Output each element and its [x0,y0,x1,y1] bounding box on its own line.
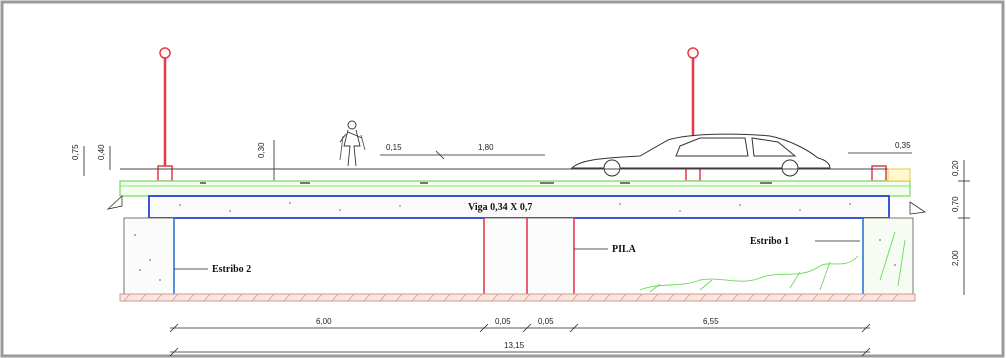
left-dimension-marks [83,146,111,176]
pier-label: PILA [612,244,637,255]
vegetation [639,231,906,293]
pedestrian-icon [339,120,366,167]
left-bracket [106,195,123,210]
dim-abutment-height: 2,00 [951,250,960,266]
deck-slab [119,180,911,197]
abutment-2-label: Estribo 2 [212,264,251,275]
dim-curb-height: 0,40 [97,144,106,160]
pier-lines [483,218,575,294]
total-tick-right [861,347,871,357]
dim-railing-height: 0,75 [71,144,80,160]
dim-total-length: 13,15 [504,341,525,350]
dim-sidewalk-2: 1,80 [478,143,494,152]
beam-label: Viga 0,34 X 0,7 [468,202,532,213]
right-curb-post [871,165,887,182]
abutment-1-label: Estribo 1 [750,236,789,247]
abutment-right [862,217,914,295]
dim-span-right: 6,55 [703,317,719,326]
dim-span-left: 6,00 [316,317,332,326]
total-tick-left [169,347,179,357]
dim-deck-edge: 0,30 [257,142,266,158]
dim-pier-a: 0,05 [495,317,511,326]
dim-beam-height: 0,70 [951,196,960,212]
abutment-left [123,217,175,295]
dim-right-offset: 0,35 [895,141,911,150]
deck-hatching [200,182,772,184]
beam-concrete-dots [179,202,851,212]
abutment-dots [134,234,896,281]
right-parapet [887,168,911,182]
sidewalk-tick [435,150,445,160]
dim-pier-b: 0,05 [538,317,554,326]
ground-hatch [123,293,899,302]
lamp-post-left [157,47,173,182]
dim-right-top: 0,20 [951,160,960,176]
dim-sidewalk-1: 0,15 [386,143,402,152]
ground-line [119,293,916,302]
right-bracket [909,201,927,215]
pier [483,217,575,295]
bottom-dim-ticks [169,323,871,333]
car-icon [570,133,831,177]
